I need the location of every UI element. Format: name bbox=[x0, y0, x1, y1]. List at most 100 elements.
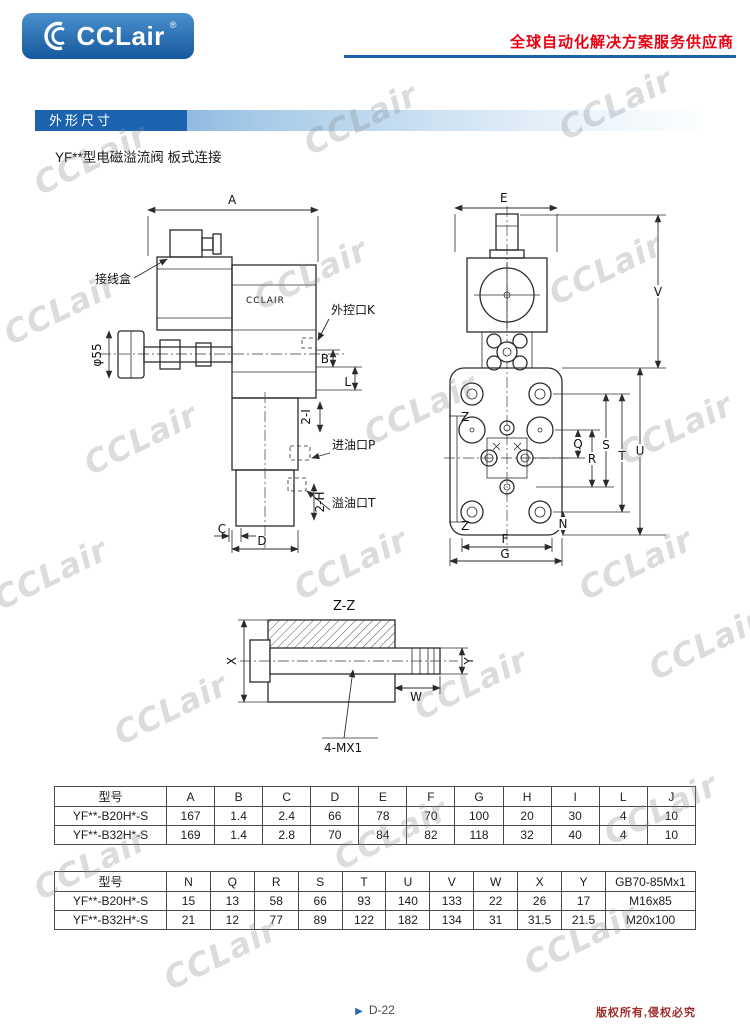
company-tagline: 全球自动化解决方案服务供应商 bbox=[509, 34, 734, 51]
value-cell: 77 bbox=[253, 910, 299, 930]
dim-label-f: F bbox=[502, 532, 509, 546]
dim-label-d: D bbox=[257, 534, 266, 548]
model-cell: YF**-B20H*-S bbox=[54, 806, 167, 826]
column-header: 型号 bbox=[54, 871, 167, 892]
brand-logo: CCLair ® bbox=[22, 13, 194, 59]
dim-label-y: Y bbox=[462, 657, 476, 666]
value-cell: 26 bbox=[517, 891, 563, 911]
column-header: T bbox=[341, 871, 387, 892]
value-cell: 4 bbox=[598, 825, 648, 845]
column-header: F bbox=[406, 786, 456, 807]
dim-label-l: L bbox=[344, 375, 351, 389]
section-view-title: Z-Z bbox=[333, 599, 355, 614]
value-cell: 70 bbox=[310, 825, 360, 845]
column-header: X bbox=[517, 871, 563, 892]
dim-label-2h: 2-H bbox=[313, 492, 327, 513]
dim-label-z-bottom: Z bbox=[461, 519, 469, 533]
column-header: S bbox=[297, 871, 343, 892]
value-cell: 66 bbox=[310, 806, 360, 826]
column-header: J bbox=[646, 786, 697, 807]
value-cell: 140 bbox=[385, 891, 431, 911]
value-cell: 15 bbox=[166, 891, 211, 911]
dim-label-phi55: φ55 bbox=[90, 343, 104, 366]
value-cell: 89 bbox=[297, 910, 343, 930]
column-header: R bbox=[253, 871, 299, 892]
value-cell: 118 bbox=[454, 825, 504, 845]
value-cell: 31 bbox=[473, 910, 519, 930]
brand-mark: CCLAIR bbox=[246, 296, 285, 306]
value-cell: M20x100 bbox=[605, 910, 696, 930]
dim-label-s: S bbox=[602, 438, 610, 452]
value-cell: 78 bbox=[358, 806, 408, 826]
column-header: C bbox=[262, 786, 312, 807]
dim-label-x: X bbox=[225, 657, 239, 665]
column-header: Y bbox=[561, 871, 606, 892]
value-cell: 40 bbox=[550, 825, 600, 845]
dim-label-r: R bbox=[588, 452, 596, 466]
column-header: I bbox=[550, 786, 600, 807]
column-header: H bbox=[502, 786, 552, 807]
value-cell: 10 bbox=[646, 806, 697, 826]
value-cell: 70 bbox=[406, 806, 456, 826]
dim-label-b: B bbox=[321, 352, 329, 366]
value-cell: 13 bbox=[209, 891, 255, 911]
column-header: A bbox=[165, 786, 216, 807]
value-cell: 122 bbox=[341, 910, 387, 930]
value-cell: 21.5 bbox=[561, 910, 606, 930]
dim-label-c: C bbox=[218, 522, 226, 536]
dimension-drawings: A 接线盒 CCLAIR φ55 外控口K B bbox=[90, 191, 666, 755]
dim-label-n: N bbox=[559, 517, 568, 531]
value-cell: 167 bbox=[165, 806, 216, 826]
column-header: N bbox=[166, 871, 211, 892]
model-cell: YF**-B32H*-S bbox=[54, 910, 167, 930]
dim-label-t: T bbox=[617, 449, 626, 463]
drawing-subtitle: YF**型电磁溢流阀 板式连接 bbox=[55, 150, 222, 165]
dim-label-2i: 2-I bbox=[299, 409, 313, 425]
column-header: D bbox=[310, 786, 360, 807]
section-bar: 外形尺寸 bbox=[35, 110, 700, 131]
side-view-drawing: A 接线盒 CCLAIR φ55 外控口K B bbox=[90, 193, 376, 553]
header-divider bbox=[344, 55, 736, 58]
value-cell: 133 bbox=[429, 891, 475, 911]
page-marker-icon: ▶ bbox=[355, 1006, 363, 1017]
column-header: 型号 bbox=[54, 786, 167, 807]
value-cell: M16x85 bbox=[605, 891, 696, 911]
value-cell: 93 bbox=[341, 891, 387, 911]
inlet-port-label: 进油口P bbox=[332, 438, 375, 452]
dim-label-u: U bbox=[636, 444, 645, 458]
value-cell: 100 bbox=[454, 806, 504, 826]
dim-label-w: W bbox=[410, 690, 422, 704]
value-cell: 58 bbox=[253, 891, 299, 911]
column-header: L bbox=[598, 786, 648, 807]
value-cell: 12 bbox=[209, 910, 255, 930]
value-cell: 84 bbox=[358, 825, 408, 845]
dim-label-g: G bbox=[500, 547, 509, 561]
column-header: Q bbox=[209, 871, 255, 892]
copyright-notice: 版权所有,侵权必究 bbox=[595, 1007, 696, 1019]
column-header: U bbox=[385, 871, 431, 892]
value-cell: 1.4 bbox=[214, 825, 264, 845]
dim-label-v: V bbox=[654, 285, 663, 299]
column-header: V bbox=[429, 871, 475, 892]
page-number: ▶D-22 bbox=[0, 1003, 750, 1017]
value-cell: 82 bbox=[406, 825, 456, 845]
value-cell: 4 bbox=[598, 806, 648, 826]
column-header: G bbox=[454, 786, 504, 807]
model-cell: YF**-B20H*-S bbox=[54, 891, 167, 911]
value-cell: 22 bbox=[473, 891, 519, 911]
value-cell: 134 bbox=[429, 910, 475, 930]
column-header: GB70-85Mx1 bbox=[605, 871, 696, 892]
top-view-drawing: E Z Z bbox=[444, 191, 666, 566]
section-view-drawing: Z-Z X Y W 4-MX1 bbox=[225, 599, 476, 755]
drain-port-label: 溢油口T bbox=[332, 496, 376, 510]
value-cell: 2.8 bbox=[262, 825, 312, 845]
value-cell: 32 bbox=[502, 825, 552, 845]
